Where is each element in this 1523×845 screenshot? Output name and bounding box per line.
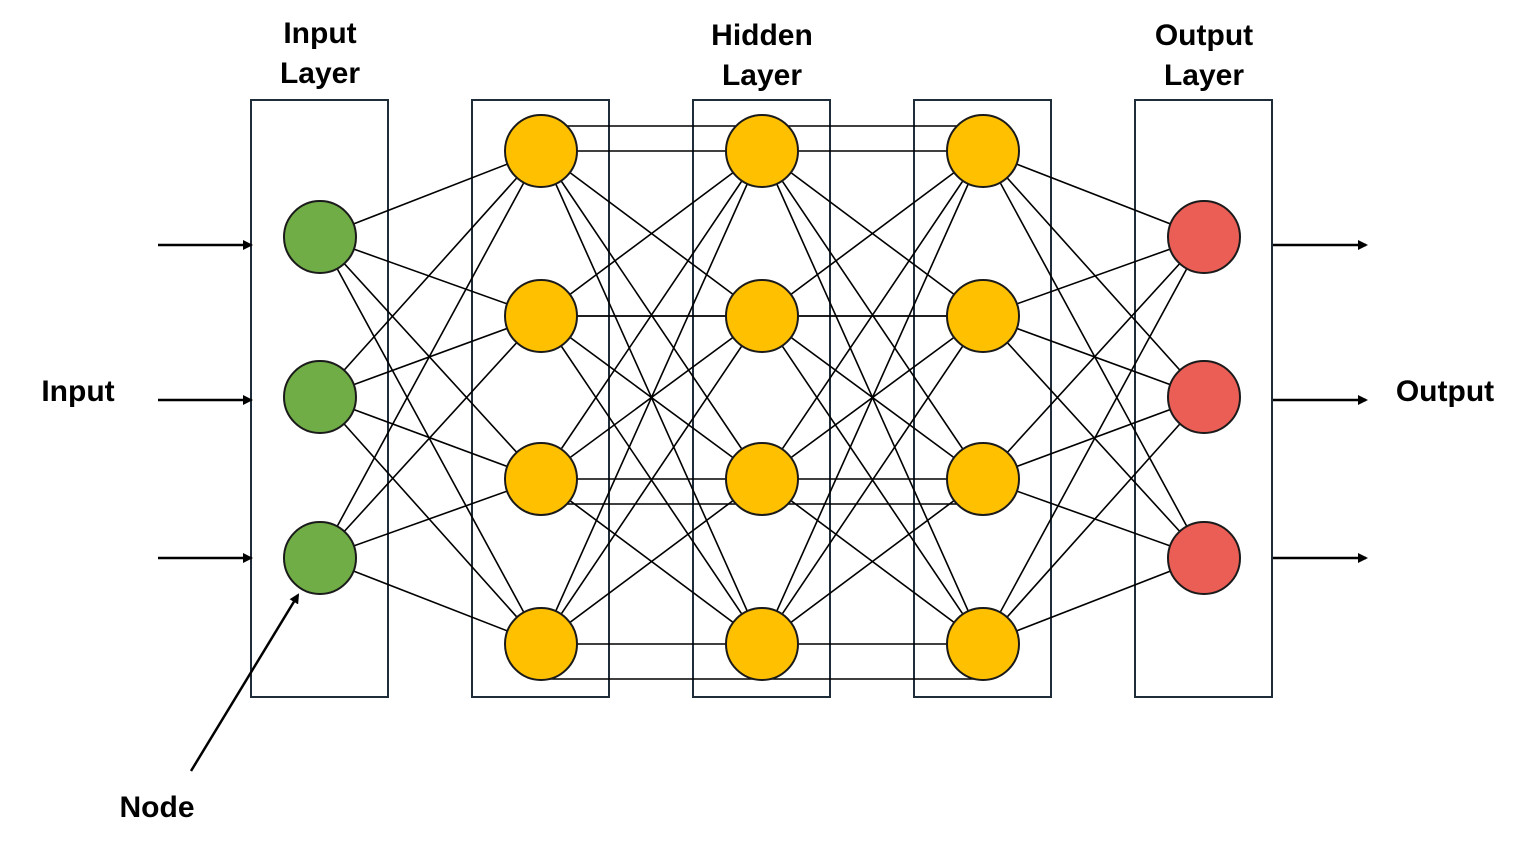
edge-l3n0-l4n1 <box>982 150 1205 398</box>
input-layer-title-line1: Input <box>283 17 356 50</box>
edge-l0n2-l1n1 <box>319 315 542 559</box>
output-arrows <box>1273 240 1368 563</box>
input-arrows <box>158 240 253 563</box>
edge-l1n1-l2n0 <box>540 150 763 317</box>
edge-l2n3-l3n2 <box>761 478 984 645</box>
edge-l3n3-l4n1 <box>982 396 1205 645</box>
edge-l0n0-l1n1 <box>319 236 542 317</box>
hidden-layer-box-1 <box>471 99 610 698</box>
hidden-node-2-2 <box>725 279 799 353</box>
input-node-3 <box>283 521 357 595</box>
connection-edges <box>319 125 1205 680</box>
edge-l2n1-l3n0 <box>761 150 984 317</box>
edge-l3n0-l4n2 <box>982 150 1205 559</box>
hidden-layer-box-2 <box>692 99 831 698</box>
edge-l0n2-l1n0 <box>319 150 542 559</box>
edge-l1n3-l2n1 <box>540 315 763 645</box>
output-layer-box <box>1134 99 1273 698</box>
input-node-1 <box>283 200 357 274</box>
edge-l0n2-l1n2 <box>319 478 542 559</box>
node-label: Node <box>120 791 195 824</box>
edge-l3n2-l4n1 <box>982 396 1205 480</box>
hidden-node-1-1 <box>504 114 578 188</box>
hidden-node-2-4 <box>725 607 799 681</box>
edge-l1n3-l2n2 <box>540 478 763 645</box>
edge-l3n1-l4n1 <box>982 315 1205 398</box>
edge-l3n1-l4n2 <box>982 315 1205 559</box>
output-layer-title-line2: Layer <box>1164 59 1244 92</box>
edge-l0n0-l1n0 <box>319 150 542 238</box>
edge-l3n3-l4n2 <box>982 557 1205 645</box>
hidden-layer-box-3 <box>913 99 1052 698</box>
input-label: Input <box>41 375 114 408</box>
edge-l2n3-l3n0 <box>761 150 984 645</box>
output-node-3 <box>1167 521 1241 595</box>
hidden-node-1-2 <box>504 279 578 353</box>
input-layer-title-line2: Layer <box>280 57 360 90</box>
hidden-node-3-3 <box>946 442 1020 516</box>
edge-l3n0-l4n0 <box>982 150 1205 238</box>
output-node-2 <box>1167 360 1241 434</box>
edge-l0n1-l1n1 <box>319 315 542 398</box>
edge-l2n2-l3n0 <box>761 150 984 480</box>
edge-l0n1-l1n3 <box>319 396 542 645</box>
edge-l3n1-l4n0 <box>982 236 1205 317</box>
hidden-node-2-1 <box>725 114 799 188</box>
hidden-node-3-2 <box>946 279 1020 353</box>
edge-l0n2-l1n3 <box>319 557 542 645</box>
output-label: Output <box>1396 375 1494 408</box>
edge-l3n2-l4n2 <box>982 478 1205 559</box>
hidden-node-3-1 <box>946 114 1020 188</box>
input-node-2 <box>283 360 357 434</box>
output-node-1 <box>1167 200 1241 274</box>
edge-l0n0-l1n3 <box>319 236 542 645</box>
edge-l3n2-l4n0 <box>982 236 1205 480</box>
layer-boxes <box>250 99 1273 698</box>
hidden-node-1-3 <box>504 442 578 516</box>
hidden-layer-title-line2: Layer <box>722 59 802 92</box>
output-layer-title-line1: Output <box>1155 19 1253 52</box>
edge-l3n3-l4n0 <box>982 236 1205 645</box>
hidden-node-1-4 <box>504 607 578 681</box>
hidden-node-3-4 <box>946 607 1020 681</box>
edge-l2n3-l3n1 <box>761 315 984 645</box>
hidden-node-2-3 <box>725 442 799 516</box>
hidden-layer-title-line1: Hidden <box>711 19 813 52</box>
node-pointer-arrow <box>189 593 300 772</box>
edge-l0n1-l1n0 <box>319 150 542 398</box>
edge-l1n3-l2n0 <box>540 150 763 645</box>
network-nodes <box>283 114 1241 681</box>
edge-l1n2-l2n0 <box>540 150 763 480</box>
edge-l0n0-l1n2 <box>319 236 542 480</box>
